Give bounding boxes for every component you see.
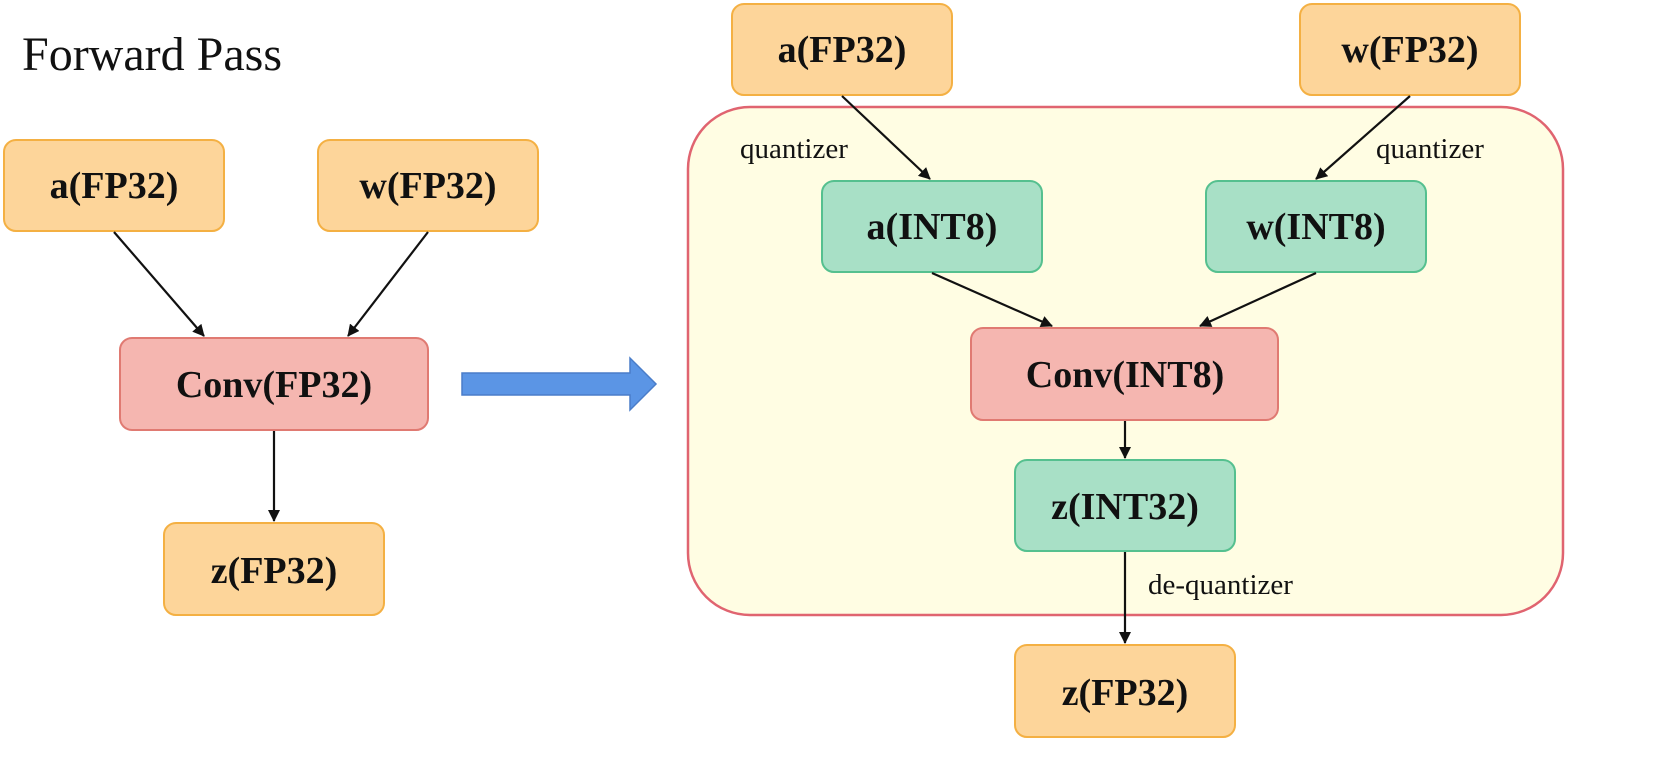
left-node-conv-box bbox=[119, 337, 429, 431]
left-node-a: a(FP32) bbox=[3, 139, 225, 232]
right-node-conv-label: Conv(INT8) bbox=[1026, 354, 1224, 396]
right-node-z-int32: z(INT32) bbox=[1014, 459, 1236, 552]
right-arrow-icon bbox=[461, 356, 658, 412]
right-node-a-fp32-label: a(FP32) bbox=[778, 29, 907, 71]
right-node-z-int32-box bbox=[1014, 459, 1236, 552]
right-node-w-int8: w(INT8) bbox=[1205, 180, 1427, 273]
left-node-w: w(FP32) bbox=[317, 139, 539, 232]
right-node-a-int8-box bbox=[821, 180, 1043, 273]
right-node-a-int8-label: a(INT8) bbox=[867, 206, 998, 248]
diagram-title: Forward Pass bbox=[22, 28, 282, 81]
right-node-a-fp32: a(FP32) bbox=[731, 3, 953, 96]
right-edge-w-quantize bbox=[1315, 95, 1411, 180]
right-node-z-fp32-box bbox=[1014, 644, 1236, 738]
right-node-conv: Conv(INT8) bbox=[970, 327, 1279, 421]
right-graph: a(FP32) w(FP32) a(INT8) w(INT8) Conv(INT… bbox=[731, 3, 1521, 738]
right-node-w-fp32-box bbox=[1299, 3, 1521, 96]
quantizer-label-right: quantizer bbox=[1376, 133, 1484, 165]
right-edge-a-int8-to-conv bbox=[931, 271, 1053, 328]
left-node-z: z(FP32) bbox=[163, 522, 385, 616]
right-node-z-int32-label: z(INT32) bbox=[1051, 486, 1199, 528]
right-node-z-fp32: z(FP32) bbox=[1014, 644, 1236, 738]
left-node-a-label: a(FP32) bbox=[50, 165, 179, 207]
left-node-w-box bbox=[317, 139, 539, 232]
left-node-conv-label: Conv(FP32) bbox=[176, 364, 372, 406]
right-node-z-fp32-label: z(FP32) bbox=[1062, 672, 1189, 714]
left-node-conv: Conv(FP32) bbox=[119, 337, 429, 431]
right-node-w-int8-box bbox=[1205, 180, 1427, 273]
left-node-w-label: w(FP32) bbox=[359, 165, 496, 207]
right-node-w-int8-label: w(INT8) bbox=[1246, 206, 1385, 248]
right-node-a-int8: a(INT8) bbox=[821, 180, 1043, 273]
dequantizer-label: de-quantizer bbox=[1148, 569, 1293, 601]
left-node-z-label: z(FP32) bbox=[211, 550, 338, 592]
right-node-conv-box bbox=[970, 327, 1279, 421]
right-edge-w-int8-to-conv bbox=[1199, 271, 1317, 328]
left-node-z-box bbox=[163, 522, 385, 616]
right-node-w-fp32-label: w(FP32) bbox=[1341, 29, 1478, 71]
right-node-w-fp32: w(FP32) bbox=[1299, 3, 1521, 96]
left-graph: a(FP32) w(FP32) Conv(FP32) z(FP32) bbox=[3, 139, 539, 616]
left-edge-w-to-conv bbox=[347, 231, 429, 337]
right-node-a-fp32-box bbox=[731, 3, 953, 96]
left-edge-a-to-conv bbox=[113, 231, 205, 337]
left-node-a-box bbox=[3, 139, 225, 232]
quantizer-label-left: quantizer bbox=[740, 133, 848, 165]
right-edge-a-quantize bbox=[841, 95, 931, 180]
